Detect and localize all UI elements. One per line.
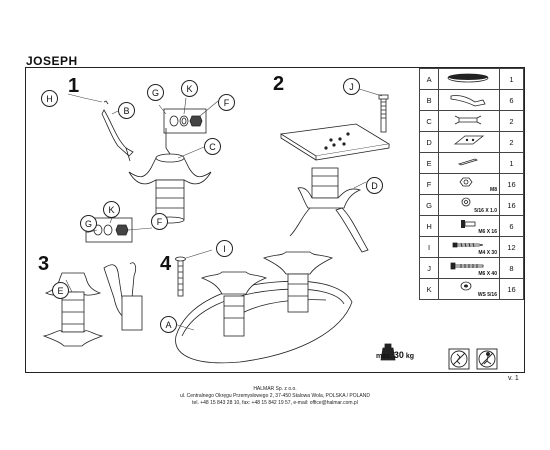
leg-icon — [450, 95, 486, 107]
part-qty: 16 — [499, 278, 524, 300]
label-f-step1: F — [218, 94, 235, 111]
part-qty: 1 — [499, 68, 524, 90]
part-spec: M4 X 30 — [478, 250, 497, 256]
part-letter: K — [418, 278, 440, 300]
step-number-3: 3 — [38, 253, 50, 275]
product-title: JOSEPH — [26, 54, 78, 68]
assembly-illustration — [42, 87, 396, 364]
part-letter: H — [418, 215, 440, 237]
bolt-short-icon — [461, 220, 476, 228]
max-load-prefix: max. — [376, 353, 392, 360]
part-letter: F — [418, 173, 440, 195]
tabletop-icon — [447, 73, 489, 83]
part-letter: J — [418, 257, 440, 279]
label-f-step3: F — [151, 213, 168, 230]
step1-drawing — [101, 100, 212, 224]
part-letter: D — [418, 131, 440, 153]
label-j-step2: J — [343, 78, 360, 95]
part-qty: 6 — [499, 215, 524, 237]
part-image: M4 X 30 — [438, 236, 500, 258]
footer-contact: tel. +48 15 843 28 10, fax: +48 15 842 1… — [192, 400, 358, 406]
footer-address: ul. Centralnego Okręgu Przemysłowego 2, … — [179, 393, 370, 399]
max-load-icons — [380, 343, 396, 361]
part-spec: 5/16 X 1.0 — [474, 208, 497, 214]
part-letter: E — [418, 152, 440, 174]
step2-drawing — [279, 94, 391, 253]
part-qty: 16 — [499, 173, 524, 195]
max-load: max. 30 kg — [376, 350, 414, 360]
screw-icon — [452, 242, 484, 248]
label-k-step1: K — [181, 80, 198, 97]
step-number-2: 2 — [273, 73, 285, 95]
part-qty: 12 — [499, 236, 524, 258]
plate-icon — [454, 135, 485, 145]
label-k-step3: K — [103, 201, 120, 218]
step4-drawing — [175, 251, 353, 364]
part-qty: 2 — [499, 131, 524, 153]
part-qty: 8 — [499, 257, 524, 279]
bolt-long-icon — [450, 262, 484, 270]
instruction-frame — [25, 67, 525, 373]
label-i-step4: I — [216, 240, 233, 257]
spring-washer-icon — [460, 281, 472, 291]
part-image — [438, 110, 500, 132]
footer-company: HALMAR Sp. z o.o. — [253, 386, 297, 392]
label-d-step2: D — [366, 177, 383, 194]
part-image: M6 X 16 — [438, 215, 500, 237]
part-image — [438, 68, 500, 90]
no-climb-icon — [448, 348, 470, 370]
part-spec: WS 5/16 — [477, 292, 497, 298]
label-c-step1: C — [204, 138, 221, 155]
part-letter: G — [418, 194, 440, 216]
label-g-step3: G — [80, 215, 97, 232]
part-image: WS 5/16 — [438, 278, 500, 300]
part-qty: 2 — [499, 110, 524, 132]
washer-icon — [461, 197, 471, 207]
no-sit-icon — [476, 348, 498, 370]
part-image: M8 — [438, 173, 500, 195]
part-qty: 16 — [499, 194, 524, 216]
part-letter: C — [418, 110, 440, 132]
part-spec: M6 X 16 — [478, 229, 497, 235]
column-icon — [454, 115, 482, 125]
part-qty: 6 — [499, 89, 524, 111]
label-a-step4: A — [160, 316, 177, 333]
part-image — [438, 152, 500, 174]
part-qty: 1 — [499, 152, 524, 174]
version-label: v. 1 — [508, 375, 519, 382]
label-b-step1: B — [118, 102, 135, 119]
part-letter: I — [418, 236, 440, 258]
bar-icon — [458, 158, 479, 166]
part-letter: B — [418, 89, 440, 111]
part-spec: M8 — [490, 187, 497, 193]
part-image: 5/16 X 1.0 — [438, 194, 500, 216]
label-e-step3: E — [52, 282, 69, 299]
part-image — [438, 131, 500, 153]
label-h-step1: H — [41, 90, 58, 107]
label-g-step1: G — [147, 84, 164, 101]
nut-icon — [459, 177, 473, 187]
max-load-unit: kg — [405, 353, 415, 360]
step-number-1: 1 — [68, 75, 80, 97]
part-spec: M6 X 40 — [478, 271, 497, 277]
max-load-value: 30 — [393, 350, 404, 360]
part-letter: A — [418, 68, 440, 90]
part-image: M6 X 40 — [438, 257, 500, 279]
step-number-4: 4 — [160, 253, 172, 275]
part-image — [438, 89, 500, 111]
